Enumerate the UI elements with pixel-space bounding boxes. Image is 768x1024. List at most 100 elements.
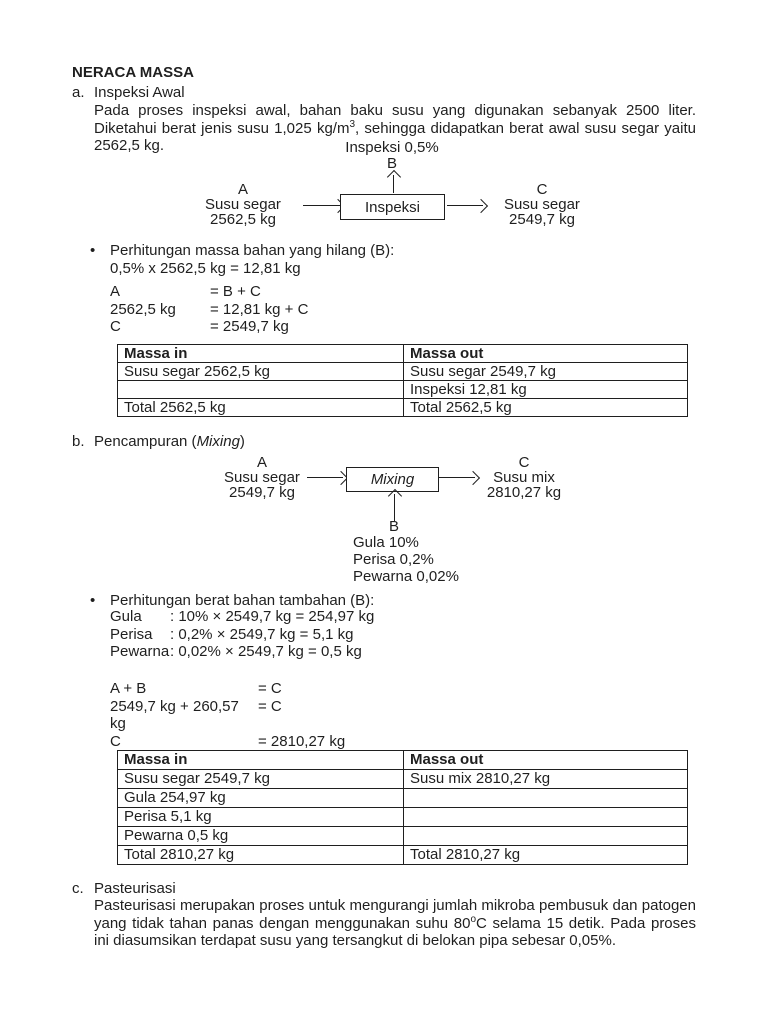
calc-label: Perisa <box>110 625 153 643</box>
equation-lhs: A + B <box>110 680 147 697</box>
section-c-paragraph-text: C selama 15 detik. Pada proses ini diasu… <box>94 914 696 950</box>
table-cell <box>117 380 404 399</box>
table-cell: Total 2562,5 kg <box>117 398 404 417</box>
additive-item: Gula 10% <box>353 534 419 551</box>
additive-item: Pewarna 0,02% <box>353 568 459 586</box>
table-cell: Susu segar 2549,7 kg <box>403 362 688 381</box>
equation-block-b: A + B = C 2549,7 kg + 260,57 kg = C C = 281… <box>110 680 345 750</box>
process-box-label: Inspeksi <box>364 198 421 216</box>
table-cell <box>403 807 688 827</box>
additive-item: Perisa 0,2% <box>353 551 434 569</box>
calc-expr: : 10% × 2549,7 kg = 254,97 kg <box>170 608 375 625</box>
table-row: Inspeksi 12,81 kg <box>117 380 688 399</box>
output-stream-c: C Susu mix 2810,27 kg <box>464 455 584 501</box>
heading-text: Pencampuran ( <box>94 433 197 450</box>
stream-amount: 2549,7 kg <box>509 211 575 229</box>
table-header-cell: Massa in <box>117 750 404 770</box>
table-cell: Gula 254,97 kg <box>117 788 404 808</box>
equation-rhs: = 2549,7 kg <box>210 318 289 336</box>
section-c-heading-label: Pasteurisasi <box>94 880 176 897</box>
calc-label: Pewarna <box>110 643 170 661</box>
table-header-cell: Massa out <box>403 344 688 363</box>
process-box-label: Mixing <box>370 471 415 488</box>
equation-lhs: C <box>110 732 121 750</box>
section-a-heading: a.Inspeksi Awal <box>72 84 696 102</box>
table-row: Perisa 5,1 kg <box>117 807 688 827</box>
equation-lhs: 2549,7 kg + 260,57 kg <box>110 697 239 733</box>
diagram-mixing: A Susu segar 2549,7 kg Mixing C Susu mix… <box>72 450 696 592</box>
section-b-heading-label: Pencampuran (Mixing) <box>94 433 245 451</box>
table-row: Total 2562,5 kg Total 2562,5 kg <box>117 398 688 417</box>
bullet-b: • Perhitungan berat bahan tambahan (B): <box>90 592 696 610</box>
arrow-up-icon <box>394 494 395 521</box>
section-b-heading: b. Pencampuran (Mixing) <box>72 433 696 451</box>
section-c-paragraph: Pasteurisasi merupakan proses untuk meng… <box>94 897 696 950</box>
arrow-right-icon <box>307 477 343 478</box>
page-title: NERACA MASSA <box>72 64 194 81</box>
table-cell: Total 2562,5 kg <box>403 398 688 417</box>
calc-expr: : 0,2% × 2549,7 kg = 5,1 kg <box>170 625 354 643</box>
section-c-paragraph-text: Pasteurisasi merupakan proses untuk meng… <box>94 897 696 932</box>
table-row: Gula 254,97 kg <box>117 788 688 808</box>
input-stream-a: A Susu segar 2549,7 kg <box>202 455 322 501</box>
heading-text: ) <box>239 433 245 450</box>
superscript: o <box>470 913 477 925</box>
bullet-a-text: Perhitungan massa bahan yang hilang (B): <box>110 242 395 259</box>
table-row: Total 2810,27 kg Total 2810,27 kg <box>117 845 688 865</box>
diagram-inspeksi: Inspeksi 0,5% B A Susu segar 2562,5 kg I… <box>72 138 696 238</box>
calc-block-b: Gula: 10% × 2549,7 kg = 254,97 kg Perisa… <box>110 608 374 661</box>
equation-lhs: 2562,5 kg <box>110 300 176 318</box>
bullet-b-text: Perhitungan berat bahan tambahan (B): <box>110 592 375 609</box>
table-header-row: Massa in Massa out <box>117 750 688 770</box>
heading-italic-text: Mixing <box>196 433 240 450</box>
table-row: Pewarna 0,5 kg <box>117 826 688 846</box>
equation-rhs: = 2810,27 kg <box>258 732 346 750</box>
table-cell: Susu mix 2810,27 kg <box>403 769 688 789</box>
section-a-paragraph-text: , sehingga didapatkan berat awal susu se… <box>94 119 696 155</box>
calc-expr: : 0,02% × 2549,7 kg = 0,5 kg <box>170 643 362 661</box>
table-header-row: Massa in Massa out <box>117 344 688 363</box>
stream-name: Susu segar <box>205 196 281 214</box>
table-row: Susu segar 2562,5 kg Susu segar 2549,7 k… <box>117 362 688 381</box>
table-cell <box>403 788 688 808</box>
equation-rhs: = C <box>258 680 282 697</box>
equation-rhs: = B + C <box>210 283 261 300</box>
arrow-right-icon <box>303 205 340 206</box>
process-box-mixing: Mixing <box>346 467 439 492</box>
stream-amount: 2810,27 kg <box>486 484 562 502</box>
table-cell: Inspeksi 12,81 kg <box>403 380 688 399</box>
section-a-paragraph-text: Pada proses inspeksi awal, bahan baku su… <box>94 102 696 137</box>
arrow-right-icon <box>438 477 475 478</box>
table-row: Susu segar 2549,7 kg Susu mix 2810,27 kg <box>117 769 688 789</box>
process-box-inspeksi: Inspeksi <box>340 194 445 220</box>
equation-lhs: C <box>110 318 121 336</box>
stream-name: Susu segar <box>504 196 580 214</box>
table-massa-mixing: Massa in Massa out Susu segar 2549,7 kg … <box>117 750 688 865</box>
table-cell <box>403 826 688 846</box>
table-cell: Total 2810,27 kg <box>403 845 688 865</box>
additives-list: Gula 10% Perisa 0,2% Pewarna 0,02% <box>353 534 459 586</box>
table-cell: Perisa 5,1 kg <box>117 807 404 827</box>
stream-id: A <box>256 454 267 471</box>
arrow-up-icon <box>393 175 394 193</box>
section-b-marker: b. <box>72 433 85 450</box>
section-a-marker: a. <box>72 84 85 101</box>
table-cell: Susu segar 2549,7 kg <box>117 769 404 789</box>
bullet-icon: • <box>90 242 96 259</box>
table-header-cell: Massa in <box>117 344 404 363</box>
stream-b-label: B <box>388 518 399 535</box>
equation-lhs: A <box>110 283 121 300</box>
stream-b-label: B <box>386 155 397 172</box>
output-stream-c: C Susu segar 2549,7 kg <box>482 182 602 228</box>
equation-block-a: A= B + C 2562,5 kg= 12,81 kg + C C= 2549… <box>110 283 308 336</box>
equation-rhs: = C <box>258 697 282 715</box>
stream-amount: 2562,5 kg <box>210 211 276 229</box>
table-massa-inspeksi: Massa in Massa out Susu segar 2562,5 kg … <box>117 344 688 417</box>
stream-amount: 2549,7 kg <box>229 484 295 502</box>
diagram-top-label: Inspeksi 0,5% <box>345 139 439 156</box>
section-a-paragraph: Pada proses inspeksi awal, bahan baku su… <box>94 102 696 155</box>
bullet-a: • Perhitungan massa bahan yang hilang (B)… <box>90 242 696 277</box>
bullet-icon: • <box>90 592 96 609</box>
table-cell: Pewarna 0,5 kg <box>117 826 404 846</box>
